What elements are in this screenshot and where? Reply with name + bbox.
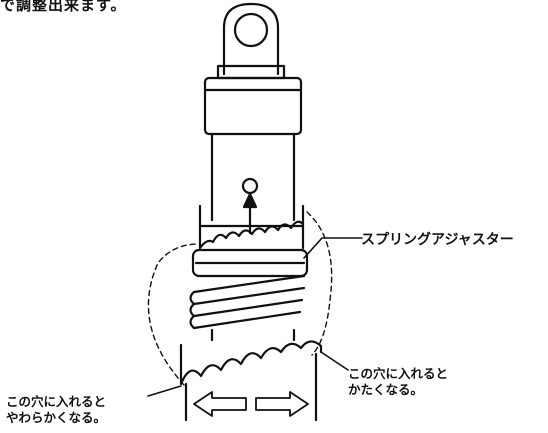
leader-hard (320, 351, 349, 371)
dashed-curve-right (306, 211, 333, 356)
notched-collar (198, 204, 305, 250)
lower-body (210, 328, 296, 342)
double-arrow (193, 391, 309, 417)
notched-profile (179, 340, 323, 386)
mount-eyelet (222, 2, 280, 76)
spring-coils (189, 274, 306, 330)
adjuster-ring (191, 248, 309, 278)
position-hole (241, 177, 259, 195)
leader-soft (147, 385, 182, 397)
dashed-curve-left (147, 243, 197, 386)
eyelet-base (216, 64, 286, 80)
shock-body (210, 132, 296, 222)
collar-notches (198, 220, 305, 250)
top-caption: で調整出来ます。 (0, 0, 127, 14)
leader-adjuster (303, 237, 363, 259)
label-softer: この穴に入れると やわらかくなる。 (6, 394, 106, 425)
label-spring-adjuster: スプリングアジャスター (361, 232, 514, 248)
label-harder-line2: かたくなる。 (348, 381, 424, 397)
eyelet-hole (233, 12, 269, 48)
upper-cap (203, 76, 303, 136)
label-softer-line2: やわらかくなる。 (6, 409, 107, 425)
label-harder-line1: この穴に入れると (348, 366, 449, 381)
label-harder: この穴に入れると かたくなる。 (348, 366, 448, 397)
label-softer-line1: この穴に入れると (6, 394, 107, 409)
